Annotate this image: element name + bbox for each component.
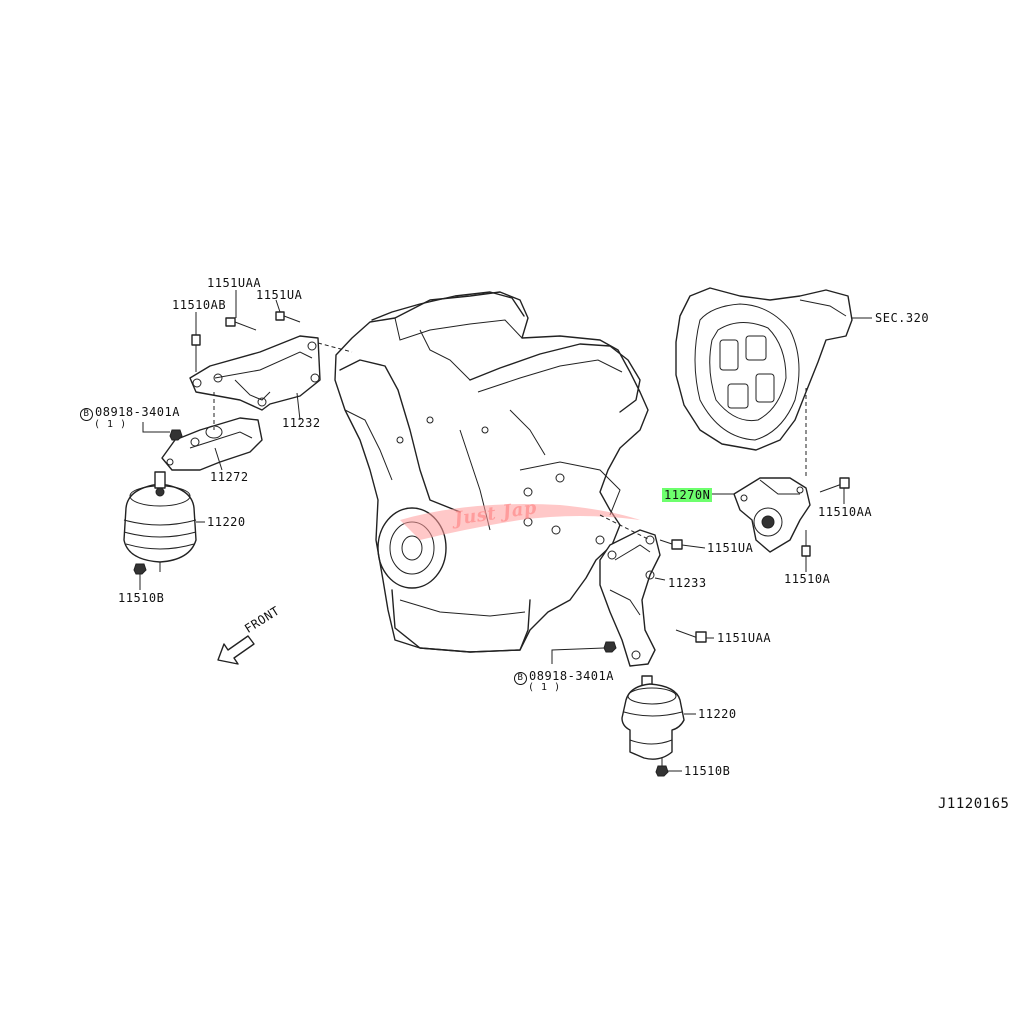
- label-11232: 11232: [282, 416, 321, 430]
- label-11510a: 11510A: [784, 572, 831, 586]
- engine-mount-left-11220: [123, 471, 205, 572]
- bolt-1151uaa-mid: [675, 629, 714, 643]
- label-08918-right-qty: ( 1 ): [528, 682, 561, 693]
- engine-mount-right-11220: [621, 675, 696, 766]
- label-1151ua-top: 1151UA: [256, 288, 303, 302]
- bolt-11510ab: [191, 312, 201, 372]
- nut-08918-left: [142, 422, 183, 441]
- label-11510b-right: 11510B: [684, 764, 731, 778]
- label-11510aa: 11510AA: [818, 505, 873, 519]
- bolt-1151ua-mid: [659, 539, 706, 550]
- front-arrow-icon: [217, 635, 255, 665]
- label-08918-right-text: 08918-3401A: [529, 669, 614, 683]
- bracket-11233: [599, 514, 666, 667]
- bolt-1151ua-top: [275, 299, 301, 323]
- label-11270n: 11270N: [662, 488, 713, 502]
- label-1151ua-mid: 1151UA: [707, 541, 754, 555]
- label-11220-left: 11220: [207, 515, 246, 529]
- bolt-11510a: [801, 530, 811, 572]
- b-marker-icon: B: [80, 408, 93, 421]
- label-11220-right: 11220: [698, 707, 737, 721]
- rear-mount-11270n: [712, 477, 811, 553]
- label-1151uaa-top: 1151UAA: [207, 276, 262, 290]
- bracket-11272: [161, 392, 263, 471]
- b-marker-icon-2: B: [514, 672, 527, 685]
- label-1151uaa-mid: 1151UAA: [717, 631, 772, 645]
- label-08918-left-text: 08918-3401A: [95, 405, 180, 419]
- label-08918-left-qty: ( 1 ): [94, 419, 127, 430]
- label-11510ab: 11510AB: [172, 298, 227, 312]
- transmission-sec320: [675, 287, 872, 476]
- diagram-code: J1120165: [938, 796, 1010, 812]
- engine-block: [334, 291, 649, 653]
- nut-11510b-right: [655, 765, 682, 777]
- bolt-1151uaa-top: [225, 290, 257, 331]
- nut-08918-right: [551, 641, 617, 664]
- label-11233: 11233: [668, 576, 707, 590]
- bracket-11232: [189, 335, 353, 421]
- bolt-11510aa: [819, 477, 850, 504]
- watermark-logo: [400, 504, 640, 540]
- label-11510b-left: 11510B: [118, 591, 165, 605]
- label-11270n-highlight: 11270N: [662, 488, 713, 502]
- label-11272: 11272: [210, 470, 249, 484]
- label-sec320: SEC.320: [875, 311, 930, 325]
- nut-11510b-left: [133, 563, 147, 590]
